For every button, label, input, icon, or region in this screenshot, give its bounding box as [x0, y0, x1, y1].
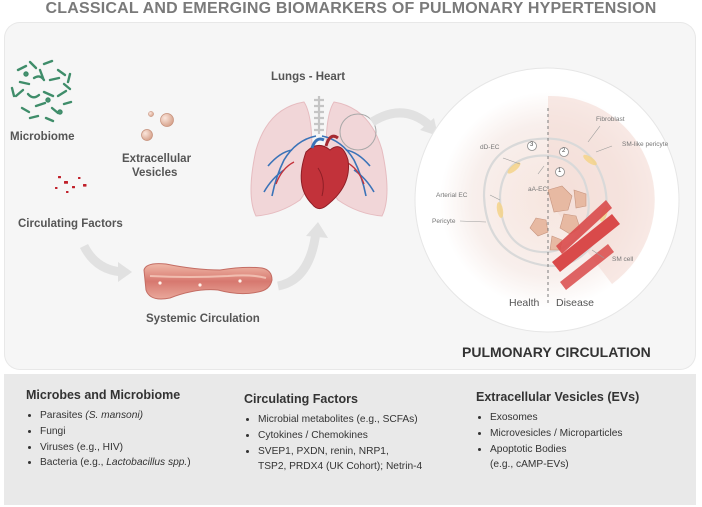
disease-label: Disease: [556, 297, 594, 309]
arrow-to-lungs-icon: [276, 222, 328, 291]
list-item: Exosomes: [490, 410, 639, 426]
microbiome-icon: [10, 59, 73, 123]
cell-number-3: 3: [530, 142, 534, 148]
list-item: Viruses (e.g., HIV): [40, 440, 191, 456]
circulating-factors-icon: [55, 176, 87, 193]
figure-title: CLASSICAL AND EMERGING BIOMARKERS OF PUL…: [45, 0, 657, 17]
cell-label-sm-like-pericyte: SM-like pericyte: [622, 141, 669, 148]
column-heading-circulating: Circulating Factors: [244, 392, 358, 406]
systemic-circulation-label: Systemic Circulation: [146, 313, 260, 325]
systemic-vessel-icon: [143, 263, 273, 300]
list-item: Cytokines / Chemokines: [258, 428, 422, 444]
pulmonary-circulation-icon: [414, 67, 680, 333]
microbiome-label: Microbiome: [10, 131, 75, 143]
bottom-panel: [4, 374, 696, 505]
pulmonary-circulation-title: PULMONARY CIRCULATION: [462, 344, 651, 360]
column-extracellular-vesicles: Extracellular Vesicles (EVs) Exosomes Mi…: [476, 388, 639, 473]
lungs-heart-icon: [250, 96, 388, 217]
cell-label-aa-ec: aA-EC: [528, 186, 548, 193]
extracellular-vesicles-label-line1: Extracellular: [122, 153, 192, 165]
extracellular-vesicles-label-line2: Vesicles: [132, 167, 178, 179]
cell-label-fibroblast: Fibroblast: [596, 116, 625, 123]
health-label: Health: [509, 297, 540, 309]
circulating-factors-label: Circulating Factors: [18, 218, 123, 230]
list-item: Microbial metabolites (e.g., SCFAs): [258, 412, 422, 428]
list-item: Bacteria (e.g., Lactobacillus spp.): [40, 455, 191, 471]
list-item: Apoptotic Bodies(e.g., cAMP-EVs): [490, 442, 639, 474]
list-item: Microvesicles / Microparticles: [490, 426, 639, 442]
column-heading-microbes: Microbes and Microbiome: [26, 388, 181, 402]
list-item: SVEP1, PXDN, renin, NRP1,TSP2, PRDX4 (UK…: [258, 444, 422, 476]
column-heading-evs: Extracellular Vesicles (EVs): [476, 390, 640, 404]
extracellular-vesicles-icon: [141, 111, 174, 141]
cell-label-pericyte: Pericyte: [432, 218, 456, 225]
list-item: Parasites (S. mansoni): [40, 408, 191, 424]
cell-number-1: 1: [558, 168, 562, 174]
arrow-to-pulmonary-icon: [369, 108, 438, 136]
list-item: Fungi: [40, 424, 191, 440]
cell-label-sm-cell: SM cell: [612, 256, 634, 263]
cell-label-dd-ec: dD-EC: [480, 144, 500, 151]
cell-number-2: 2: [562, 148, 566, 154]
column-microbes: Microbes and Microbiome Parasites (S. ma…: [26, 388, 191, 471]
arrow-to-systemic-icon: [79, 243, 132, 282]
cell-label-arterial-ec: Arterial EC: [436, 192, 468, 199]
lungs-heart-label: Lungs - Heart: [271, 71, 346, 83]
column-circulating-factors: Circulating Factors Microbial metabolite…: [244, 388, 422, 475]
